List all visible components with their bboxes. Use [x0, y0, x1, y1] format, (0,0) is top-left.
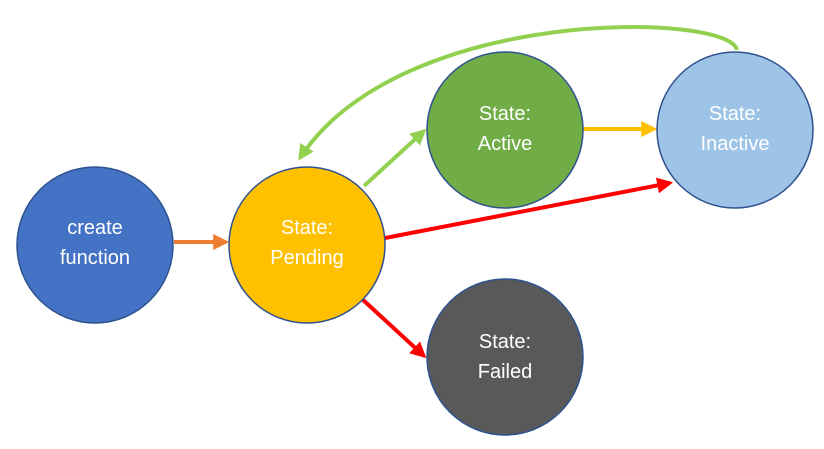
- edge-pending-to-inactive: [384, 177, 674, 240]
- node-state-active: State: Active: [426, 51, 584, 209]
- edges: [174, 25, 739, 359]
- node-circle: [656, 51, 814, 209]
- node-circle: [16, 166, 174, 324]
- node-state-pending: State: Pending: [228, 166, 386, 324]
- node-circle: [426, 51, 584, 209]
- edge-inactive-to-pending: [298, 25, 739, 161]
- node-circle: [426, 278, 584, 436]
- node-circle: [228, 166, 386, 324]
- node-label-line1: State:: [479, 103, 531, 125]
- node-label-line1: create: [67, 217, 123, 239]
- node-label-line1: State:: [709, 103, 761, 125]
- node-label-line2: Inactive: [701, 133, 770, 155]
- node-label-line2: Failed: [478, 361, 532, 383]
- node-state-inactive: State: Inactive: [656, 51, 814, 209]
- node-label-line2: Pending: [270, 247, 343, 269]
- node-create-function: create function: [16, 166, 174, 324]
- node-label-line2: function: [60, 247, 130, 269]
- node-state-failed: State: Failed: [426, 278, 584, 436]
- node-label-line1: State:: [479, 331, 531, 353]
- node-label-line2: Active: [478, 133, 532, 155]
- edge-pending-to-failed: [360, 297, 427, 359]
- edge-pending-to-active: [362, 128, 427, 188]
- node-label-line1: State:: [281, 217, 333, 239]
